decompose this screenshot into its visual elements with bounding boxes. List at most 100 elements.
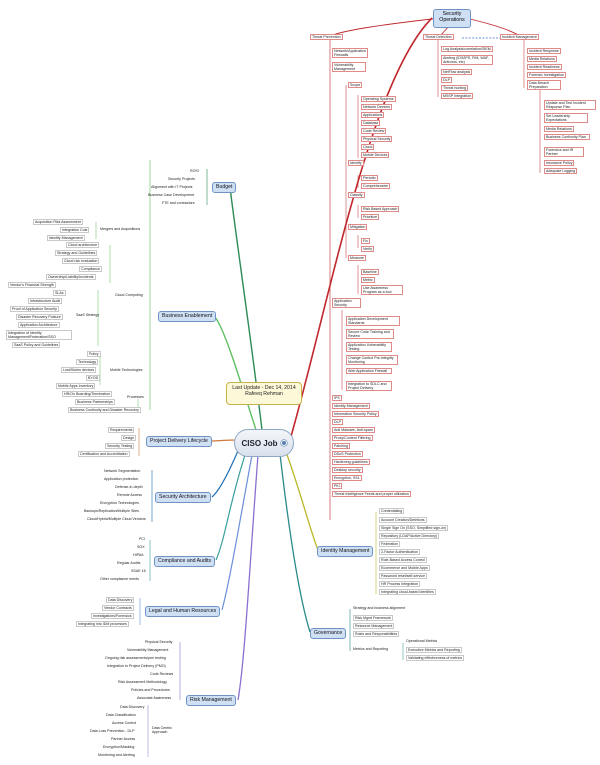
budget-item[interactable]: Security Projects	[168, 177, 195, 181]
prevention-item[interactable]: Threat Intelligence Feeds and proper uti…	[332, 491, 411, 497]
dca-item[interactable]: Data Discovery	[120, 705, 145, 709]
prevention-item[interactable]: Anti Malware, Anti-spam	[332, 427, 375, 433]
app-sec-item[interactable]: Application Development Standards	[346, 316, 400, 326]
compliance-audits-node[interactable]: Compliance and Audits	[154, 556, 216, 567]
arch-item[interactable]: Cloud/Hybrid/Multiple Cloud Vendors	[87, 517, 146, 521]
prevention-item[interactable]: DLP	[332, 419, 343, 425]
dca-item[interactable]: Data Classification	[106, 713, 136, 717]
scope-item[interactable]: Cloud	[361, 144, 375, 150]
risk-item[interactable]: Vulnerability Management	[127, 648, 169, 652]
prevention-item[interactable]: PKI	[332, 483, 342, 489]
compliance-item[interactable]: HIPAA	[133, 553, 144, 557]
data-centric-approach-node[interactable]: Data Centric Approach	[152, 726, 172, 734]
metrics-item[interactable]: Operational Metrics	[406, 639, 438, 643]
budget-item[interactable]: ROSI	[190, 169, 199, 173]
scope-node[interactable]: Scope	[348, 82, 363, 88]
security-architecture-node[interactable]: Security Architecture	[155, 492, 211, 503]
threat-detection-node[interactable]: Threat Detection	[423, 34, 454, 40]
budget-item[interactable]: Business Case Development	[148, 193, 195, 197]
governance-item[interactable]: Risk Mgmt Framework	[353, 615, 393, 621]
budget-item[interactable]: FTE and contractors	[162, 201, 195, 205]
saas-item[interactable]: Application Architecture	[18, 322, 60, 328]
risk-management-node[interactable]: Risk Management	[186, 695, 236, 706]
mobile-item[interactable]: Policy	[87, 351, 101, 357]
compliance-item[interactable]: SSAE 16	[131, 569, 146, 573]
detection-item[interactable]: Threat hunting	[441, 85, 469, 91]
cloud-item[interactable]: Strategy and Guidelines	[55, 250, 98, 256]
saas-item[interactable]: Infrastructure Audit	[28, 298, 63, 304]
breach-item[interactable]: Adequate Logging	[544, 168, 578, 174]
mitigation-item[interactable]: Verify	[361, 246, 374, 252]
identity-item[interactable]: Single Sign On (SSO, Simplified sign-on)	[379, 525, 449, 531]
scope-item[interactable]: Database	[361, 120, 381, 126]
compliance-item[interactable]: SOX	[137, 545, 145, 549]
breach-item[interactable]: Forensics and IR Partner	[544, 147, 584, 157]
dca-item[interactable]: Data Loss Prevention - DLP	[90, 729, 135, 733]
app-sec-item[interactable]: Secure Code Training and Review	[346, 329, 394, 339]
cloud-computing-node[interactable]: Cloud Computing	[115, 293, 143, 297]
threat-prevention-node[interactable]: Threat Prevention	[310, 34, 343, 40]
saas-item[interactable]: Proof of Application Security	[10, 306, 59, 312]
risk-item[interactable]: Integration to Project Delivery (PMO)	[107, 664, 166, 668]
dca-item[interactable]: Monitoring and Alerting	[98, 753, 135, 757]
legal-item[interactable]: Data Discovery	[106, 597, 135, 603]
governance-item[interactable]: Roles and Responsibilities	[353, 631, 400, 637]
breach-item[interactable]: Set Leadership Expectations	[544, 113, 588, 123]
arch-item[interactable]: Application protection	[104, 477, 139, 481]
compliance-item[interactable]: Regular Audits	[117, 561, 141, 565]
processes-node[interactable]: Processes	[127, 395, 144, 399]
saas-strategy-node[interactable]: SaaS Strategy	[76, 313, 100, 317]
prevention-item[interactable]: Proxy/Content Filtering	[332, 435, 373, 441]
identity-item[interactable]: Account Creation/Deletions	[379, 517, 427, 523]
governance-item[interactable]: Resource Management	[353, 623, 395, 629]
identity-item[interactable]: Ecommerce and Mobile Apps	[379, 565, 430, 571]
incident-item[interactable]: Forensic Investigation	[527, 72, 566, 78]
measure-item[interactable]: Use Awareness Program as a tool	[361, 285, 403, 295]
application-security-node[interactable]: Application Security	[332, 298, 361, 308]
scope-item[interactable]: Network Devices	[361, 104, 392, 110]
incident-item[interactable]: Data Breach Preparation	[527, 80, 561, 90]
mergers-item[interactable]: Acquisition Risk Assessment	[33, 219, 83, 225]
project-item[interactable]: Certification and Accreditation	[78, 451, 130, 457]
governance-item[interactable]: Metrics and Reporting	[353, 647, 389, 651]
process-item[interactable]: Business Continuity and Disaster Recover…	[68, 407, 141, 413]
prevention-item[interactable]: Identity Management	[332, 403, 370, 409]
prevention-item[interactable]: Encryption, SSL	[332, 475, 362, 481]
breach-item[interactable]: Media Relations	[544, 126, 574, 132]
scope-item[interactable]: Mobile Devices	[361, 152, 390, 158]
mobile-item[interactable]: Technology	[76, 359, 99, 365]
saas-item[interactable]: Disaster Recovery Posture	[16, 314, 63, 320]
risk-item[interactable]: Risk Assessment Methodology	[118, 680, 167, 684]
network-app-firewalls-node[interactable]: Network/Application Firewalls	[332, 48, 368, 58]
prevention-item[interactable]: DDoS Protection	[332, 451, 363, 457]
saas-item[interactable]: SaaS Policy and Guidelines	[12, 342, 61, 348]
governance-node[interactable]: Governance	[310, 628, 347, 639]
app-sec-item[interactable]: Web Application Firewall	[346, 368, 392, 374]
detection-item[interactable]: DLP	[441, 77, 452, 83]
risk-item[interactable]: Ongoing risk assessments/pen testing	[105, 656, 166, 660]
mobile-item[interactable]: Mobile Apps Inventory	[56, 383, 96, 389]
mitigation-item[interactable]: Fix	[361, 238, 370, 244]
compliance-item[interactable]: Other compliance needs	[100, 577, 139, 581]
risk-item[interactable]: Associate Awareness	[137, 696, 172, 700]
ciso-job-central-node[interactable]: CISO Job	[234, 429, 294, 457]
app-sec-item[interactable]: Application Vulnerability Testing	[346, 342, 392, 352]
breach-item[interactable]: Insurance Policy	[544, 160, 575, 166]
compliance-item[interactable]: PCI	[139, 537, 145, 541]
identify-item[interactable]: Periodic	[361, 175, 378, 181]
identity-item[interactable]: HR Process Integration	[379, 581, 421, 587]
risk-item[interactable]: Code Reviews	[150, 672, 174, 676]
mitigation-node[interactable]: Mitigation	[348, 224, 368, 230]
metrics-item[interactable]: Validating effectiveness of metrics	[406, 655, 464, 661]
mergers-node[interactable]: Mergers and Acquisitions	[100, 227, 141, 231]
governance-item[interactable]: Strategy and business alignment	[353, 606, 406, 610]
app-sec-item[interactable]: Integration to SDLC and Project Delivery	[346, 381, 392, 391]
arch-item[interactable]: Remote Access	[117, 493, 142, 497]
mobile-item[interactable]: Lost/Stolen devices	[61, 367, 97, 373]
risk-item[interactable]: Policies and Procedures	[131, 688, 170, 692]
prevention-item[interactable]: Desktop security	[332, 467, 363, 473]
identity-item[interactable]: Integrating cloud-based identities	[379, 589, 436, 595]
cloud-item[interactable]: Ownership/Liability/Incidents	[46, 274, 96, 280]
identity-item[interactable]: Role-Based Access Control	[379, 557, 427, 563]
identity-item[interactable]: 2-Factor Authentication	[379, 549, 420, 555]
